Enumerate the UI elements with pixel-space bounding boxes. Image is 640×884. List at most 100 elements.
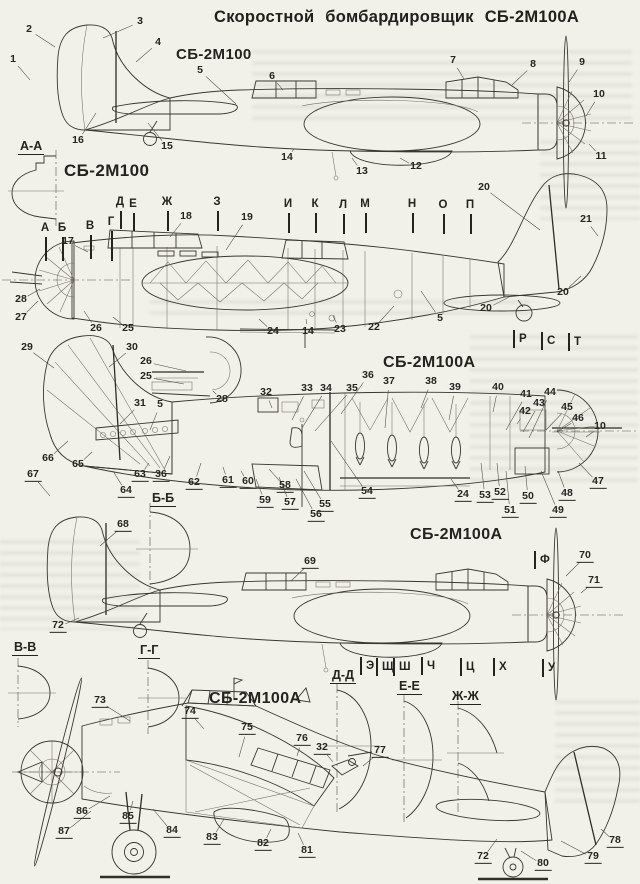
leader-line-36	[164, 455, 171, 469]
station-letter-Н: Н	[407, 198, 417, 210]
callout-28: 28	[216, 393, 228, 406]
leader-line-70	[565, 562, 580, 577]
station-letter-Б: Б	[57, 222, 67, 234]
variant-label-1: СБ-2М100	[176, 46, 252, 63]
callout-43: 43	[533, 397, 545, 410]
leader-line-20	[492, 295, 512, 306]
callout-20: 20	[557, 286, 569, 299]
station-letter-А: А	[40, 222, 50, 234]
station-letter-У: У	[548, 662, 556, 674]
leader-line-41	[505, 401, 523, 431]
callout-87: 87	[55, 826, 73, 839]
station-letter-Х: Х	[499, 661, 507, 673]
leader-line-5	[420, 290, 436, 313]
variant-label-2: СБ-2М100	[64, 161, 150, 180]
callout-14: 14	[302, 325, 314, 338]
callout-46: 46	[572, 412, 584, 425]
callout-12: 12	[410, 160, 422, 173]
leader-line-14	[305, 318, 308, 325]
leader-line-26	[153, 363, 187, 372]
leader-line-10	[585, 431, 594, 438]
section-label-Е-Е: Е-Е	[397, 679, 422, 695]
leader-line-48	[557, 470, 565, 488]
leader-line-15	[147, 122, 163, 141]
leader-line-75	[238, 736, 246, 758]
callout-5: 5	[437, 312, 443, 325]
leader-line-8	[511, 70, 528, 86]
leader-line-39	[448, 395, 454, 421]
leader-line-49	[540, 470, 556, 505]
section-profile-v-v	[8, 658, 56, 727]
callout-48: 48	[558, 488, 576, 501]
leader-line-66	[53, 440, 69, 454]
station-tick-П	[470, 214, 472, 234]
section-profile-zh-zh	[447, 701, 504, 812]
callout-79: 79	[584, 851, 602, 864]
callout-10: 10	[593, 88, 605, 101]
station-tick-Г	[111, 231, 113, 261]
station-tick-В	[90, 235, 92, 259]
station-bar-У	[542, 659, 544, 677]
leader-line-72	[65, 617, 80, 625]
callout-15: 15	[161, 140, 173, 153]
callout-1: 1	[10, 53, 16, 66]
callout-25: 25	[122, 322, 134, 335]
callout-17: 17	[62, 235, 74, 248]
leader-line-59	[255, 478, 263, 495]
callout-21: 21	[580, 213, 592, 226]
callout-5: 5	[197, 64, 203, 77]
leader-line-40	[492, 395, 497, 413]
callout-63: 63	[131, 469, 149, 482]
leader-line-87	[70, 810, 92, 829]
callout-28: 28	[15, 293, 27, 306]
station-letter-Д: Д	[115, 196, 125, 208]
structural-cutaway	[43, 335, 636, 507]
callout-56: 56	[307, 509, 325, 522]
callout-86: 86	[73, 806, 91, 819]
callout-34: 34	[320, 382, 332, 395]
callout-7: 7	[450, 54, 456, 67]
leader-line-26	[83, 310, 92, 323]
station-tick-Б	[62, 237, 64, 261]
callout-3: 3	[137, 15, 143, 28]
leader-line-17	[75, 245, 89, 253]
leader-line-25	[153, 378, 185, 385]
callout-57: 57	[281, 497, 299, 510]
callout-24: 24	[454, 489, 472, 502]
callout-49: 49	[549, 505, 567, 518]
callout-59: 59	[256, 495, 274, 508]
leader-line-12	[399, 157, 410, 164]
station-tick-И	[288, 213, 290, 233]
callout-8: 8	[530, 58, 536, 71]
leader-line-32	[268, 400, 273, 409]
callout-24: 24	[267, 325, 279, 338]
station-letter-Г: Г	[107, 216, 115, 228]
section-label-В-В: В-В	[12, 640, 39, 656]
leader-line-24	[258, 318, 268, 327]
callout-40: 40	[492, 381, 504, 394]
callout-52: 52	[491, 487, 509, 500]
leader-line-11	[588, 143, 596, 152]
leader-line-58	[268, 468, 280, 482]
callout-73: 73	[91, 695, 109, 708]
callout-76: 76	[293, 733, 311, 746]
leader-line-19	[225, 224, 243, 251]
variant-label-5: СБ-2М100А	[209, 690, 302, 707]
leader-line-34	[301, 395, 323, 429]
station-letter-З: З	[213, 196, 221, 208]
leader-line-76	[296, 747, 300, 757]
station-letter-Е: Е	[129, 198, 137, 210]
callout-4: 4	[155, 36, 161, 49]
leader-line-84	[152, 808, 168, 827]
station-letter-Ц: Ц	[466, 661, 475, 673]
callout-55: 55	[316, 499, 334, 512]
callout-74: 74	[181, 706, 199, 719]
leader-line-85	[129, 800, 134, 811]
callout-19: 19	[241, 211, 253, 224]
leader-line-43	[522, 410, 536, 433]
leader-line-73	[106, 706, 131, 722]
station-bar-С	[541, 332, 543, 350]
leader-line-14	[291, 148, 295, 152]
